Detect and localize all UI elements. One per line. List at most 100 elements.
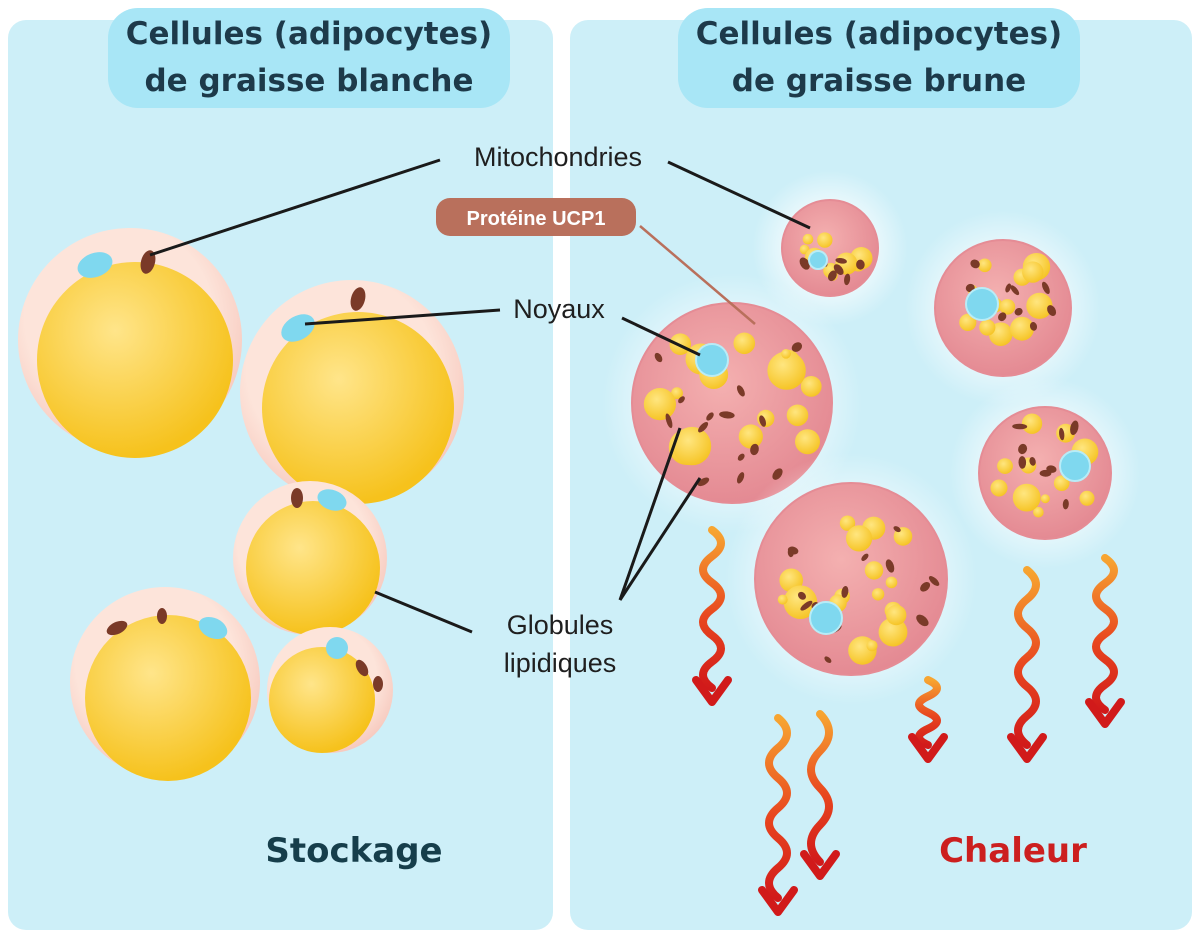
ucp1-label: Protéine UCP1 [467,208,606,230]
brown-fat-cells [602,170,1141,705]
lipid-droplet [733,332,756,355]
mitochondria-label: Mitochondries [474,142,642,172]
mitochondrion [736,472,745,484]
brown-fat-title: Cellules (adipocytes) de graisse brune [678,8,1080,108]
mitochondrion [1018,456,1027,469]
nucleus [809,601,843,635]
mitochondrion [797,591,807,600]
mitochondrion [824,656,832,663]
lipid-droplet [886,604,907,626]
white-cell [233,481,387,635]
lipid-droplet [85,615,251,781]
lipid-droplet [738,424,763,449]
nucleus [695,343,729,377]
white-cell [18,228,242,458]
mitochondrion [719,411,735,419]
white-cell [240,280,464,504]
mitochondrion [835,257,847,264]
brown-cell [905,210,1101,406]
mitochondrion [697,477,710,487]
lipid-label-line1: Globules [507,610,614,640]
lipid-droplet [864,561,884,580]
lipid-droplet [269,647,375,753]
white-cell [267,627,393,753]
heat-arrow [1085,554,1125,728]
white-title-line2: de graisse blanche [144,63,473,99]
white-cell [70,587,260,781]
lipid-droplet [1079,490,1095,506]
nucleus [77,252,113,278]
lipid-label-line2: lipidiques [504,648,617,678]
lipid-droplet [262,312,454,504]
brown-cell [949,377,1141,569]
mitochondrion [928,576,940,586]
brown-cell [752,170,908,326]
mitochondrion [861,553,869,561]
heat-arrows [692,526,1125,916]
mitochondrion [706,412,714,421]
mitochondrion [787,548,794,558]
mitochondrion [1059,427,1065,441]
lipid-droplet [839,515,856,531]
lipid-droplet [871,588,885,601]
lipid-droplet [817,232,833,248]
mitochondrion [759,415,766,427]
lipid-droplet [1022,261,1044,283]
lipid-droplet [1026,292,1053,319]
lipid-droplet [786,404,809,427]
mitochondrion [678,396,685,404]
mitochondrion [998,312,1007,322]
lipid-droplet [999,299,1016,315]
mitochondrion [698,421,709,433]
mitochondrion [800,600,813,611]
lipid-droplet [1053,475,1070,492]
mitochondrion [140,250,156,274]
heat-arrow [800,710,840,880]
heat-arrow [758,714,798,916]
lipid-droplet [1040,494,1050,504]
mitochondrion [1018,443,1028,455]
mitochondrion [157,608,167,624]
mitochondrion [350,287,366,311]
pointer-lines [149,158,811,634]
lipid-droplet [878,617,908,647]
lipid-droplet [37,262,233,458]
nucleus [965,287,999,321]
mitochondrion [841,585,849,598]
nucleus [326,637,348,659]
mitochondrion [291,488,303,508]
lipid-droplet [978,258,992,273]
mitochondrion [827,270,837,282]
mitochondrion [1042,281,1050,295]
nuclei-label: Noyaux [513,294,605,324]
mitochondrion [1070,420,1079,436]
brown-title-line1: Cellules (adipocytes) [696,16,1062,52]
mitochondrion [920,582,931,592]
mitochondrion [893,526,901,533]
lipid-droplet [246,501,380,635]
nucleus [317,489,347,511]
heat-arrow [692,526,732,706]
brown-cell [725,453,977,705]
mitochondrion [1047,305,1057,317]
mitochondrion [665,413,673,429]
mitochondrion [1005,283,1012,293]
mitochondrion [750,443,759,456]
mitochondrion [373,676,383,692]
nucleus [281,314,315,342]
ucp1-badge: Protéine UCP1 [436,198,636,236]
mitochondrion [1029,322,1038,331]
lipid-droplet [671,387,683,400]
mitochondrion [106,620,128,636]
lipid-droplet [959,313,977,331]
chaleur-label: Chaleur [939,831,1087,871]
lipid-droplet [767,351,806,390]
mitochondrion [1012,423,1028,430]
lipid-droplet [885,576,898,589]
brown-title-line2: de graisse brune [732,63,1026,99]
white-title-line1: Cellules (adipocytes) [126,16,492,52]
lipid-droplet [1021,413,1043,434]
nucleus [1059,450,1091,482]
lipid-droplet [643,388,677,421]
lipid-droplet [1033,506,1044,518]
